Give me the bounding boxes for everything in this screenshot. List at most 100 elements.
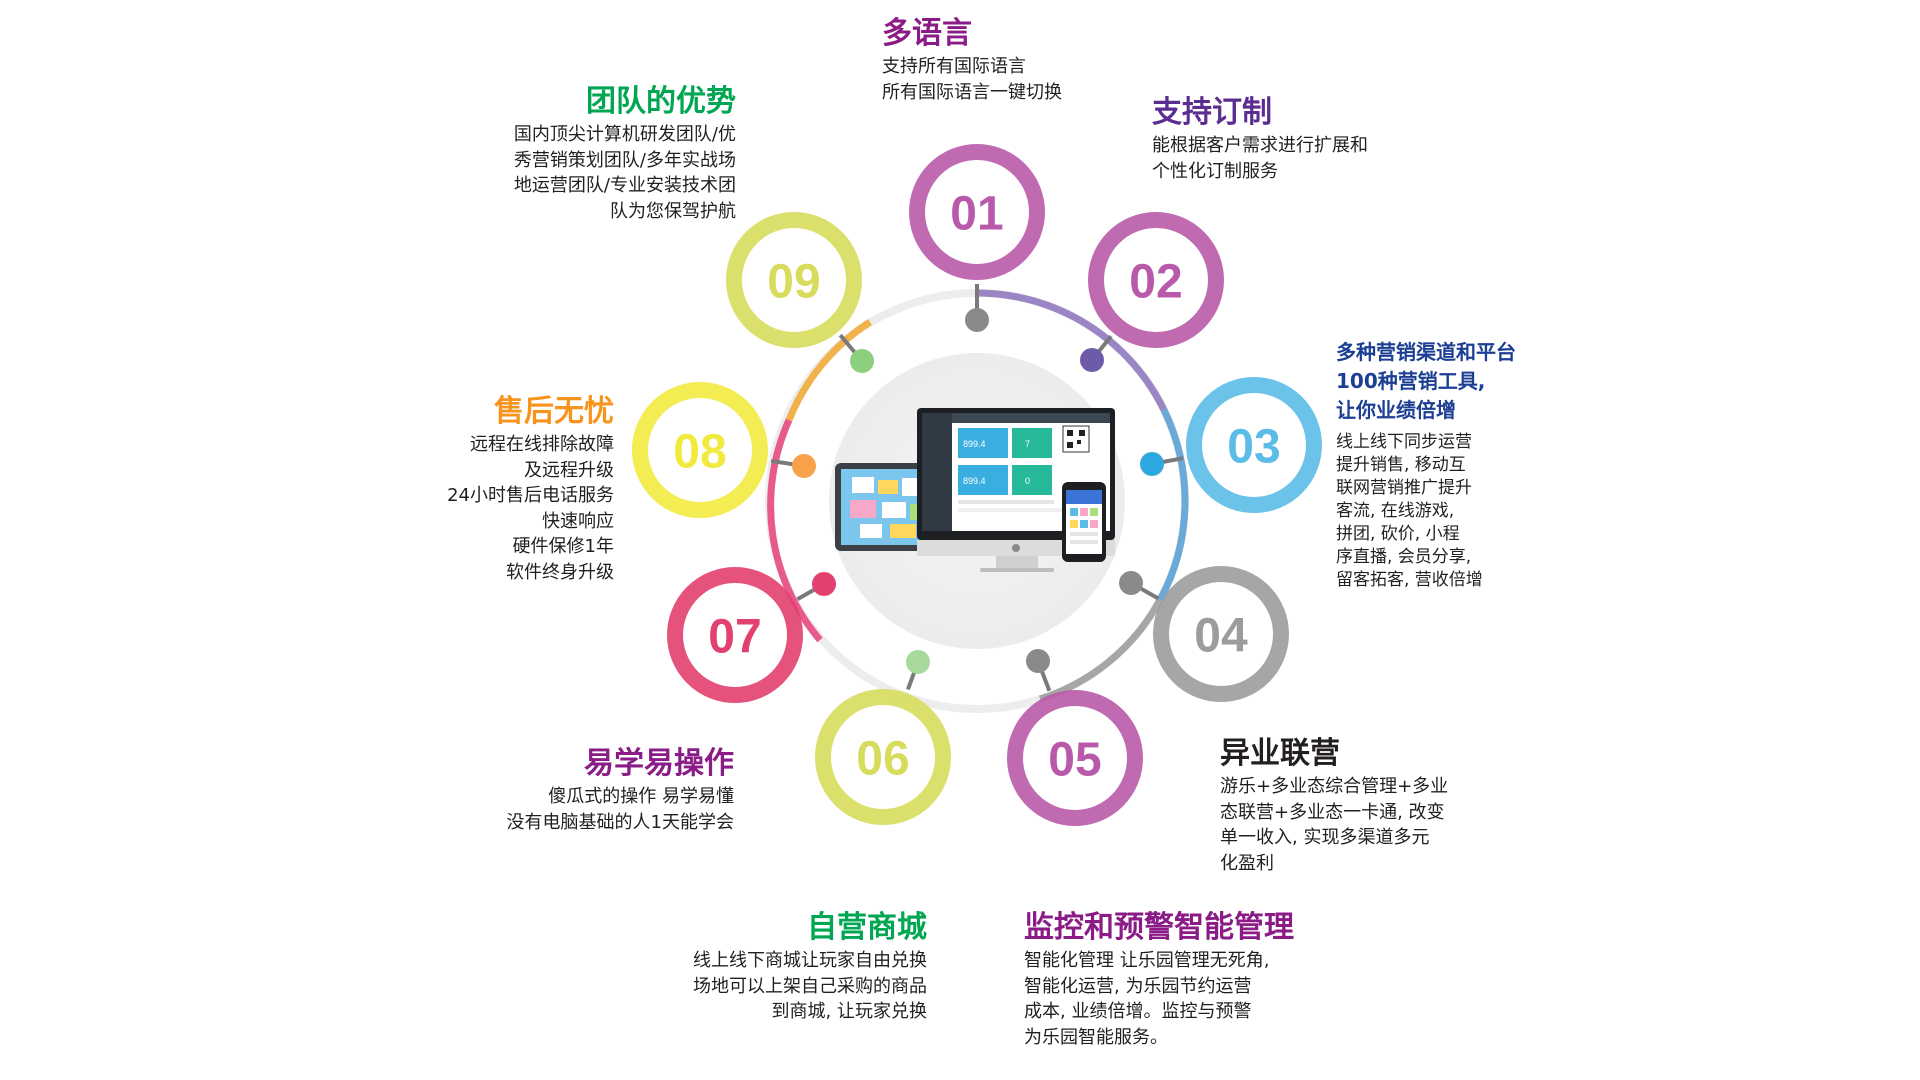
screen-card-3	[958, 465, 1008, 495]
line: 地运营团队/专业安装技术团	[513, 175, 736, 196]
screen-qr	[1062, 425, 1090, 453]
line: 客流, 在线游戏,	[1336, 501, 1455, 521]
line: 国内顶尖计算机研发团队/优	[513, 124, 736, 145]
apple-logo-icon	[1012, 544, 1020, 552]
number-label: 04	[1194, 610, 1248, 663]
title-channels: 多种营销渠道和平台 100种营销工具, 让你业绩倍增	[1336, 338, 1516, 425]
line: 留客拓客, 营收倍增	[1336, 570, 1483, 590]
block-team: 团队的优势 国内顶尖计算机研发团队/优 秀营销策划团队/多年实战场 地运营团队/…	[514, 82, 736, 224]
title-line: 多种营销渠道和平台	[1336, 340, 1516, 364]
title-custom: 支持订制	[1152, 95, 1272, 130]
line: 成本, 业绩倍增。监控与预警	[1024, 1001, 1252, 1022]
number-node-05: 05	[1007, 690, 1143, 826]
body-monitor: 智能化管理 让乐园管理无死角, 智能化运营, 为乐园节约运营 成本, 业绩倍增。…	[1024, 948, 1294, 1050]
line: 到商城, 让玩家兑换	[771, 1001, 927, 1022]
title-easy: 易学易操作	[584, 746, 734, 781]
number-label: 07	[708, 611, 761, 664]
number-node-04: 04	[1153, 566, 1289, 702]
line: 能根据客户需求进行扩展和	[1152, 135, 1368, 156]
line: 远程在线排除故障	[470, 434, 614, 455]
screen-card-1-value: 899.4	[963, 439, 986, 449]
connector-dot	[906, 650, 930, 674]
body-aftersale: 远程在线排除故障 及远程升级 24小时售后电话服务 快速响应 硬件保修1年 软件…	[447, 432, 614, 585]
line: 没有电脑基础的人1天能学会	[506, 811, 734, 833]
number-ring	[1007, 690, 1143, 826]
title-crossbiz: 异业联营	[1220, 736, 1340, 771]
number-label: 01	[950, 188, 1003, 241]
line: 联网营销推广提升	[1336, 478, 1472, 498]
line: 游乐+多业态综合管理+多业	[1220, 776, 1449, 797]
screen-card-3-value: 899.4	[963, 476, 986, 486]
body-crossbiz: 游乐+多业态综合管理+多业 态联营+多业态一卡通, 改变 单一收入, 实现多渠道…	[1220, 774, 1448, 876]
title-line: 100种营销工具,	[1336, 369, 1486, 393]
line: 场地可以上架自己采购的商品	[693, 975, 927, 997]
body-mall: 线上线下商城让玩家自由兑换 场地可以上架自己采购的商品 到商城, 让玩家兑换	[693, 948, 927, 1025]
number-label: 05	[1048, 734, 1101, 787]
screen-card-4	[1012, 465, 1052, 495]
screen-card-2	[1012, 428, 1052, 458]
line: 个性化订制服务	[1152, 160, 1278, 182]
number-ring	[726, 212, 862, 348]
line: 队为您保驾护航	[610, 200, 736, 222]
block-aftersale: 售后无忧 远程在线排除故障 及远程升级 24小时售后电话服务 快速响应 硬件保修…	[447, 392, 614, 585]
number-node-02: 02	[1088, 212, 1224, 348]
number-ring	[909, 144, 1045, 280]
screen-card-2-value: 7	[1025, 439, 1030, 449]
line: 序直播, 会员分享,	[1336, 547, 1472, 567]
number-node-03: 03	[1186, 377, 1322, 513]
block-monitor: 监控和预警智能管理 智能化管理 让乐园管理无死角, 智能化运营, 为乐园节约运营…	[1024, 908, 1294, 1050]
screen-card-4-value: 0	[1025, 476, 1030, 486]
connector-dot	[850, 349, 874, 373]
line: 化盈利	[1220, 852, 1274, 874]
line: 态联营+多业态一卡通, 改变	[1220, 801, 1445, 823]
body-easy: 傻瓜式的操作 易学易懂 没有电脑基础的人1天能学会	[507, 784, 734, 835]
number-label: 03	[1227, 421, 1280, 474]
line: 线上线下同步运营	[1336, 432, 1472, 452]
number-node-09: 09	[726, 212, 862, 348]
phone-illustration	[1062, 482, 1106, 562]
line: 硬件保修1年	[512, 536, 614, 557]
number-ring	[632, 382, 768, 518]
number-label: 08	[673, 426, 726, 479]
body-team: 国内顶尖计算机研发团队/优 秀营销策划团队/多年实战场 地运营团队/专业安装技术…	[514, 122, 736, 224]
number-label: 09	[767, 256, 820, 309]
block-channels: 多种营销渠道和平台 100种营销工具, 让你业绩倍增 线上线下同步运营 提升销售…	[1336, 338, 1516, 592]
line: 快速响应	[542, 510, 614, 532]
body-multilang: 支持所有国际语言 所有国际语言一键切换	[882, 54, 1062, 105]
number-label: 06	[856, 733, 909, 786]
title-mall: 自营商城	[807, 910, 927, 945]
number-node-08: 08	[632, 382, 768, 518]
line: 所有国际语言一键切换	[882, 81, 1062, 103]
connector-dot	[1119, 571, 1143, 595]
line: 提升销售, 移动互	[1336, 455, 1466, 475]
body-channels: 线上线下同步运营 提升销售, 移动互 联网营销推广提升 客流, 在线游戏, 拼团…	[1336, 431, 1516, 592]
connector-dot	[812, 572, 836, 596]
body-custom: 能根据客户需求进行扩展和 个性化订制服务	[1152, 133, 1368, 184]
line: 线上线下商城让玩家自由兑换	[693, 950, 927, 971]
block-easy: 易学易操作 傻瓜式的操作 易学易懂 没有电脑基础的人1天能学会	[507, 744, 734, 835]
number-ring	[1088, 212, 1224, 348]
number-ring	[667, 567, 803, 703]
line: 为乐园智能服务。	[1024, 1026, 1168, 1048]
title-multilang: 多语言	[882, 16, 972, 51]
number-ring	[1186, 377, 1322, 513]
line: 秀营销策划团队/多年实战场	[513, 149, 736, 171]
number-node-06: 06	[815, 689, 951, 825]
connector-dot	[1026, 649, 1050, 673]
connector-dot	[792, 454, 816, 478]
line: 支持所有国际语言	[882, 56, 1026, 77]
block-custom: 支持订制 能根据客户需求进行扩展和 个性化订制服务	[1152, 93, 1368, 184]
line: 傻瓜式的操作 易学易懂	[548, 786, 734, 807]
number-node-01: 01	[909, 144, 1045, 280]
block-crossbiz: 异业联营 游乐+多业态综合管理+多业 态联营+多业态一卡通, 改变 单一收入, …	[1220, 734, 1448, 876]
connector-dot	[965, 308, 989, 332]
line: 智能化运营, 为乐园节约运营	[1024, 975, 1252, 997]
screen-card-1	[958, 428, 1008, 458]
title-monitor: 监控和预警智能管理	[1024, 910, 1294, 945]
number-label: 02	[1129, 256, 1182, 309]
device-mockup: 899.4 7 899.4 0	[835, 408, 1115, 572]
number-ring	[1153, 566, 1289, 702]
line: 软件终身升级	[506, 561, 614, 583]
